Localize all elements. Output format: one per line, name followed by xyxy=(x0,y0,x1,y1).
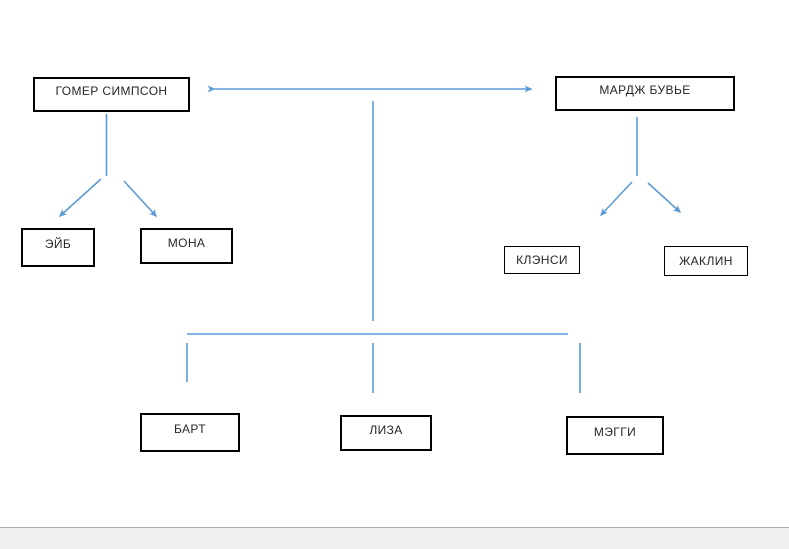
connector-layer xyxy=(58,85,682,393)
node-mona[interactable]: МОНА xyxy=(140,228,233,264)
window-bottom-bar xyxy=(0,527,789,549)
node-clancy[interactable]: КЛЭНСИ xyxy=(504,246,580,274)
connector-marge-to-jacqueline-arrow[interactable] xyxy=(647,182,682,214)
node-homer[interactable]: ГОМЕР СИМПСОН xyxy=(33,77,190,112)
node-bart[interactable]: БАРТ xyxy=(140,413,240,452)
connector-marge-to-clancy-arrow[interactable] xyxy=(599,181,633,217)
document-canvas: ГОМЕР СИМПСОН МАРДЖ БУВЬЕ ЭЙБ МОНА КЛЭНС… xyxy=(21,76,748,455)
node-maggie[interactable]: МЭГГИ xyxy=(566,416,664,455)
node-abe[interactable]: ЭЙБ xyxy=(21,228,95,267)
connector-homer-to-abe-arrow[interactable] xyxy=(58,178,102,218)
connector-homer-to-mona-arrow[interactable] xyxy=(123,180,158,218)
node-lisa[interactable]: ЛИЗА xyxy=(340,415,432,451)
node-marge[interactable]: МАРДЖ БУВЬЕ xyxy=(555,76,735,111)
node-jacqueline[interactable]: ЖАКЛИН xyxy=(664,246,748,276)
